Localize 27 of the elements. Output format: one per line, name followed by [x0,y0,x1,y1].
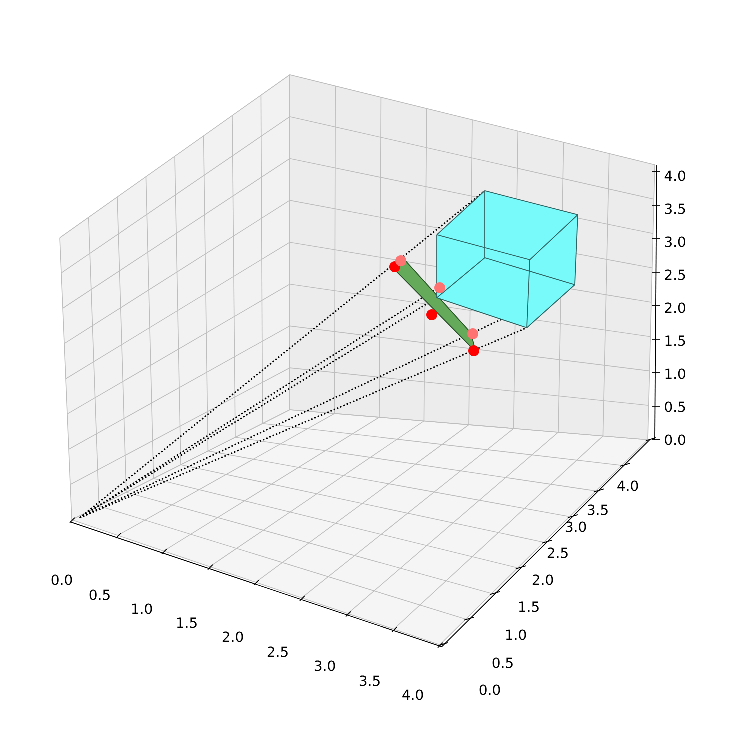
tick-label: 1.0 [132,604,152,614]
tick-label: 3.0 [665,236,686,248]
tick-label: 4.0 [664,170,686,182]
tick-label: 4.0 [618,480,638,492]
tick-label: 3.5 [360,676,380,686]
tick-label: 0.0 [665,434,686,446]
tick-label: 1.5 [519,602,539,612]
tick-label: 0.0 [480,684,500,696]
tick-label: 2.5 [548,548,568,558]
tick-label: 1.5 [666,336,686,346]
tick-label: 2.5 [268,646,288,658]
tick-label: 2.0 [665,302,686,314]
tick-label: 3.0 [566,522,586,532]
tick-label: 2.5 [665,270,686,280]
tick-label: 2.0 [532,574,554,586]
tick-label: 0.5 [492,658,513,668]
tick-label: 3.0 [314,660,336,672]
tick-label: 1.0 [666,368,686,380]
tick-label: 2.0 [222,632,244,642]
tick-label: 1.5 [177,618,197,628]
tick-label: 0.5 [665,402,686,412]
tick-label: 1.0 [506,630,526,640]
tick-label: 0.0 [52,574,72,586]
tick-label: 3.5 [588,504,608,516]
tick-label: 0.5 [90,590,110,600]
tick-label: 4.0 [402,690,424,700]
tick-label: 3.5 [665,204,686,214]
